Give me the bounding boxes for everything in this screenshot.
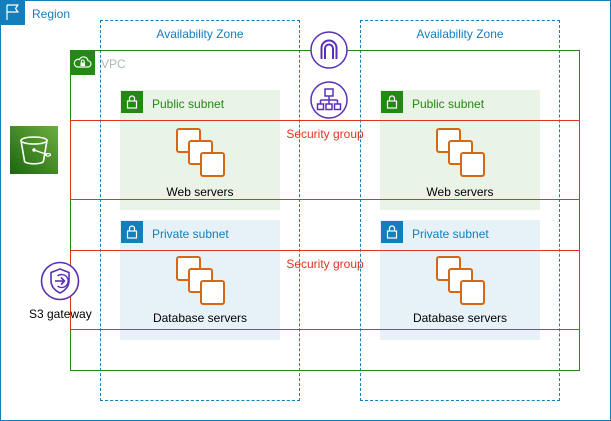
ec2-instances-icon (176, 128, 226, 180)
web-servers-1-label: Web servers (166, 185, 234, 199)
s3-bucket-icon (10, 126, 58, 174)
padlock-icon (121, 91, 143, 113)
security-group-web (70, 120, 580, 200)
flag-icon (0, 0, 25, 25)
security-group-db-label: Security group (286, 257, 364, 271)
availability-zone-2 (360, 20, 560, 401)
vpc-endpoint-icon (40, 261, 80, 301)
public-subnet-2-label: Public subnet (412, 97, 485, 111)
ec2-instances-icon (436, 128, 486, 180)
availability-zone-1 (100, 20, 300, 401)
cloud-lock-icon (70, 50, 95, 75)
private-subnet-1-label: Private subnet (152, 227, 229, 241)
availability-zone-1-label: Availability Zone (156, 27, 244, 41)
load-balancer-icon (310, 81, 348, 119)
private-subnet-2-label: Private subnet (412, 227, 489, 241)
padlock-icon (121, 221, 143, 243)
vpc-label: VPC (101, 57, 126, 71)
internet-gateway-icon (310, 31, 348, 69)
padlock-icon (381, 221, 403, 243)
database-servers-2-label: Database servers (412, 311, 508, 325)
ec2-instances-icon (176, 256, 226, 308)
web-servers-2-label: Web servers (426, 185, 494, 199)
padlock-icon (381, 91, 403, 113)
region-label: Region (32, 7, 71, 21)
security-group-web-label: Security group (286, 127, 364, 141)
ec2-instances-icon (436, 256, 486, 308)
s3-gateway-label: S3 gateway (29, 307, 92, 321)
database-servers-1-label: Database servers (152, 311, 248, 325)
availability-zone-2-label: Availability Zone (416, 27, 504, 41)
public-subnet-1-label: Public subnet (152, 97, 225, 111)
